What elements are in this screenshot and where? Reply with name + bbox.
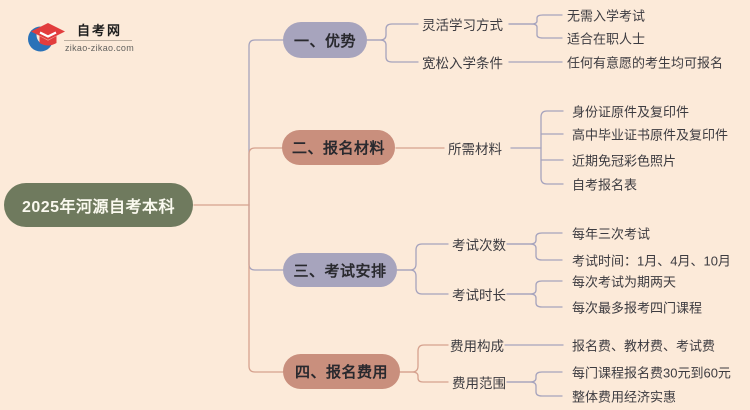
sub-node: 费用范围 <box>452 376 506 391</box>
leaf-node: 近期免冠彩色照片 <box>572 153 677 169</box>
sub-node: 考试时长 <box>452 288 506 303</box>
logo-separator <box>64 40 132 41</box>
leaf-node: 任何有意愿的考生均可报名 <box>567 55 724 71</box>
sub-node: 考试次数 <box>452 238 506 253</box>
graduation-cap-icon <box>28 23 65 52</box>
branch-node-fees: 四、报名费用 <box>283 354 400 389</box>
leaf-node: 每年三次考试 <box>572 226 651 242</box>
leaf-node: 每次考试为期两天 <box>572 274 677 290</box>
leaf-node: 每次最多报考四门课程 <box>572 300 703 316</box>
logo: 自考网 zikao-zikao.com <box>27 14 147 58</box>
leaf-node: 无需入学考试 <box>567 8 646 24</box>
leaf-node: 考试时间：1月、4月、10月 <box>572 253 731 269</box>
leaf-node: 身份证原件及复印件 <box>572 104 690 120</box>
branch-node-advantages: 一、优势 <box>283 22 367 58</box>
logo-title: 自考网 <box>77 23 123 38</box>
sub-node: 所需材料 <box>448 142 502 157</box>
branch-node-materials: 二、报名材料 <box>282 130 395 165</box>
leaf-node: 整体费用经济实惠 <box>572 389 677 405</box>
root-node: 2025年河源自考本科 <box>4 183 193 227</box>
leaf-node: 每门课程报名费30元到60元 <box>572 365 731 381</box>
sub-node: 宽松入学条件 <box>422 56 503 71</box>
logo-domain: zikao-zikao.com <box>65 43 135 53</box>
leaf-node: 高中毕业证书原件及复印件 <box>572 127 729 143</box>
branch-node-exam-schedule: 三、考试安排 <box>283 253 397 287</box>
leaf-node: 适合在职人士 <box>567 31 646 47</box>
leaf-node: 自考报名表 <box>572 177 638 193</box>
leaf-node: 报名费、教材费、考试费 <box>572 338 716 354</box>
sub-node: 灵活学习方式 <box>422 18 503 33</box>
sub-node: 费用构成 <box>450 339 504 354</box>
